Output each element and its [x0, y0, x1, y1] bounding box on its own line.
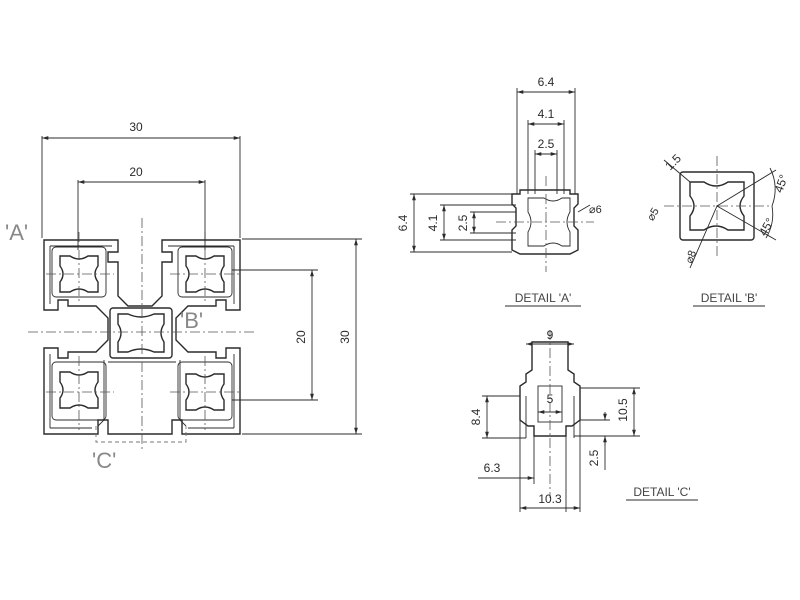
dim-a-4-1-top: 4.1 — [538, 107, 555, 121]
label-detail-a: 'A' — [5, 220, 28, 245]
dim-c-8-4: 8.4 — [469, 408, 483, 425]
dim-b-45-top: 45° — [772, 173, 791, 195]
label-detail-c: 'C' — [92, 448, 116, 473]
dim-c-9: 9 — [547, 328, 554, 342]
dim-a-dia-6: ⌀6 — [589, 204, 602, 216]
dim-a-2-5-left: 2.5 — [456, 214, 470, 231]
dim-width-20: 20 — [129, 165, 143, 179]
dim-c-10-3: 10.3 — [538, 492, 562, 506]
detail-c-caption: DETAIL 'C' — [633, 485, 690, 499]
dim-b-1-5: 1.5 — [662, 151, 684, 173]
dim-width-30: 30 — [129, 120, 143, 134]
dim-a-6-4-left: 6.4 — [396, 214, 410, 231]
main-profile-view: 30 20 20 30 'A' 'B' 'C' — [5, 120, 362, 473]
dim-height-20: 20 — [294, 330, 308, 344]
detail-b-view: 1.5 45° 45° ⌀5 ⌀8 DETAIL 'B' — [645, 151, 791, 307]
dim-b-dia-8: ⌀8 — [683, 249, 699, 265]
dim-c-2-5: 2.5 — [587, 449, 601, 466]
dim-c-6-3: 6.3 — [484, 461, 501, 475]
dim-a-4-1-left: 4.1 — [426, 214, 440, 231]
detail-b-caption: DETAIL 'B' — [701, 291, 758, 305]
profile-outline — [43, 239, 241, 435]
dim-height-30: 30 — [338, 330, 352, 344]
detail-c-view: 9 5 8.4 10.5 2.5 6.3 10.3 DETAIL 'C' — [469, 328, 698, 512]
detail-a-view: 6.4 4.1 2.5 6.4 4.1 2.5 ⌀6 DETAIL 'A' — [396, 75, 602, 307]
dim-c-5: 5 — [547, 392, 554, 406]
dim-c-10-5: 10.5 — [616, 398, 630, 422]
dim-a-2-5-top: 2.5 — [538, 137, 555, 151]
dim-b-dia-5: ⌀5 — [645, 206, 662, 223]
label-detail-b: 'B' — [180, 308, 203, 333]
dim-a-6-4-top: 6.4 — [538, 75, 555, 89]
dim-b-45-bot: 45° — [756, 215, 777, 238]
detail-a-caption: DETAIL 'A' — [515, 291, 572, 305]
